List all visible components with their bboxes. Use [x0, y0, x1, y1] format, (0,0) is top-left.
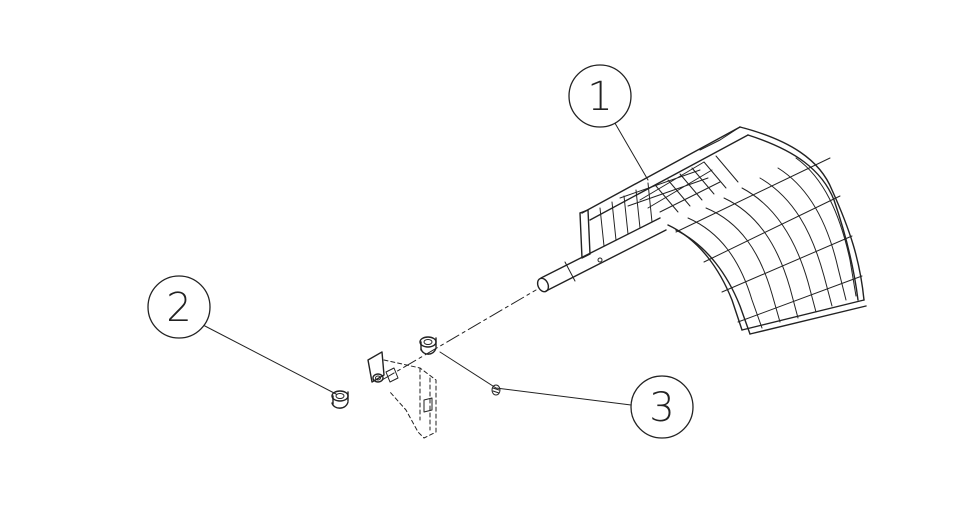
callout-2: 2	[147, 275, 211, 339]
part-1-curved-cage	[667, 126, 867, 335]
callout-1: 1	[568, 64, 632, 128]
part-2-bushing	[331, 390, 349, 409]
callout-1-label: 1	[587, 74, 612, 120]
part-1-top-frame	[581, 126, 749, 247]
set-screw	[491, 384, 501, 396]
callout-2-label: 2	[166, 285, 191, 331]
bracket-housing	[367, 351, 437, 439]
part-1-wire-guard	[536, 126, 867, 335]
part-1-shaft	[536, 217, 667, 293]
callout-3: 3	[630, 375, 694, 439]
leader-line-2	[202, 324, 337, 395]
part-3-bushing	[419, 336, 437, 355]
callout-3-label: 3	[649, 385, 674, 431]
leader-line-1	[611, 117, 649, 181]
part-1-left-rail	[579, 209, 591, 259]
assembly-axis-line	[381, 289, 537, 381]
leader-line-3	[439, 351, 632, 406]
